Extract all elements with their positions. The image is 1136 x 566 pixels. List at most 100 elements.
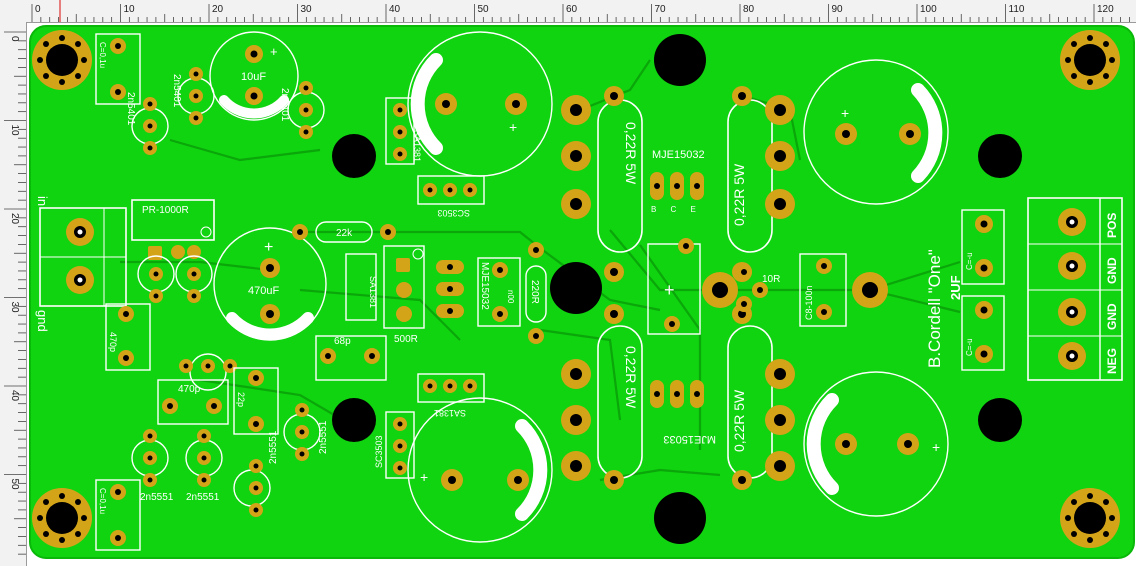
pcb-board[interactable]: + + + + 470uF <box>26 22 1136 566</box>
label-500r: 500R <box>394 334 418 345</box>
ruler-x-label: 100 <box>920 4 937 15</box>
ruler-x-label: 40 <box>389 4 401 15</box>
oval-pads-bias <box>436 260 464 318</box>
ruler-y-label: 20 <box>9 213 20 225</box>
ruler-x-label: 80 <box>743 4 755 15</box>
ruler-x-label: 20 <box>212 4 224 15</box>
label-2n5401: 2n5401 <box>171 74 182 108</box>
label-gnd-input: gnd <box>35 310 50 332</box>
transistor-sa1381-top: SA1381 <box>385 97 422 165</box>
label-neg: NEG <box>1105 348 1119 374</box>
ruler-y-label: 10 <box>9 125 20 137</box>
capacitor-10uf: 10uF + <box>209 31 299 121</box>
output-transistor-pads <box>561 86 888 490</box>
label-2n5401: 2n5401 <box>125 92 136 126</box>
label-sa1381: SA1381 <box>434 408 466 418</box>
label-22k: 22k <box>336 228 353 239</box>
label-2n5551: 2n5551 <box>140 492 174 503</box>
trimmer-500r: 500R <box>383 245 425 345</box>
ruler-x-label: 120 <box>1097 4 1114 15</box>
label-2uf: 2UF <box>948 275 963 300</box>
resistor-10r: 10R <box>736 264 780 312</box>
ruler-x-label: 70 <box>655 4 667 15</box>
label-470uf: 470uF <box>248 285 279 297</box>
output-terminal-block: POS GND GND NEG <box>1027 197 1123 381</box>
capacitor-right-bottom: C=-u <box>961 295 1005 371</box>
transistor-mje15032-top: MJE15032 B C E <box>650 149 705 214</box>
capacitor-470p-vertical: 470p <box>105 303 151 371</box>
resistor-220r: 220R <box>525 242 547 344</box>
polarity-plus: + <box>664 280 675 300</box>
label-mje15032: MJE15032 <box>479 262 490 310</box>
polarity-plus: + <box>841 105 849 121</box>
polarity-plus: + <box>420 469 428 485</box>
heatsink-holes <box>332 34 1022 544</box>
mounting-hole-bottom-left <box>32 488 92 548</box>
ruler-x-label: 110 <box>1009 4 1025 15</box>
mounting-hole-top-left <box>32 30 92 90</box>
mounting-hole-bottom-right <box>1060 488 1120 548</box>
capacitor-470uf: 470uF + <box>213 227 327 341</box>
label-cap: C=-u <box>965 252 974 270</box>
capacitor-c8-100n: C8-100n <box>799 253 847 327</box>
ruler-x-label: 60 <box>566 4 578 15</box>
label-pr-1000r: PR-1000R <box>142 205 189 216</box>
polarity-plus: + <box>264 239 273 256</box>
label-68p: 68p <box>334 336 351 347</box>
label-mje15032: MJE15032 <box>652 149 705 161</box>
polarity-plus: + <box>270 44 278 59</box>
capacitor-c-bottom-center: + <box>407 397 553 543</box>
label-gnd: GND <box>1105 257 1119 284</box>
label-mje15033: MJE15033 <box>663 433 716 445</box>
resistor-22k: 22k <box>292 221 396 243</box>
label-022r-5w: 0,22R 5W <box>731 163 747 226</box>
label-470p: 470p <box>178 384 201 395</box>
label-022r-5w: 0,22R 5W <box>731 389 747 452</box>
label-022r-5w: 0,22R 5W <box>623 122 639 185</box>
capacitor-right-top: C=-u <box>961 209 1005 285</box>
label-10uf: 10uF <box>241 71 266 83</box>
input-terminal-block: in gnd <box>35 196 127 332</box>
polarity-plus: + <box>932 439 940 455</box>
label-in: in <box>35 196 50 206</box>
label-022r-5w: 0,22R 5W <box>623 346 639 409</box>
capacitor-c-bottom-right: + <box>803 371 949 517</box>
ruler-y-label: 30 <box>9 302 20 314</box>
ruler-x-label: 50 <box>478 4 490 15</box>
label-sc3503: SC3503 <box>437 208 470 218</box>
ruler-x-label: 0 <box>35 4 41 15</box>
capacitor-0u1-bottom-left: C=0,1u <box>95 479 141 551</box>
ruler-x-label: 30 <box>301 4 313 15</box>
capacitor-22p: 22p <box>233 367 279 435</box>
transistor-sc3503-bottom: SC3503 <box>374 411 415 479</box>
label-c-0u1: C=0,1u <box>98 488 107 514</box>
transistor-mje15032-left: MJE15032 n00 <box>477 257 521 327</box>
label-designer: B.Cordell "One" <box>925 249 944 368</box>
transistor-mje15033-bottom: MJE15033 <box>650 380 716 445</box>
ruler-y-label: 50 <box>9 479 20 491</box>
label-220r: 220R <box>529 280 540 304</box>
label-22p: 22p <box>236 392 246 407</box>
label-cap: C=-u <box>965 338 974 356</box>
label-c8-100n: C8-100n <box>804 285 814 320</box>
ruler-y-label: 0 <box>9 36 20 42</box>
label-gnd: GND <box>1105 303 1119 330</box>
label-bce: B C E <box>651 205 702 214</box>
ruler-x-label: 10 <box>124 4 136 15</box>
transistor-sa1381-middle: SA1381 <box>345 253 378 321</box>
label-sa1381: SA1381 <box>368 276 378 308</box>
label-2n5551: 2n5551 <box>268 430 279 464</box>
transistor-sc3503-top: SC3503 <box>417 175 485 218</box>
capacitor-470p-horizontal: 470p <box>157 379 229 425</box>
label-c-0u1: C=0,1u <box>98 42 107 68</box>
transistor-sa1381-bottom: SA1381 <box>417 373 485 418</box>
label-sa1381: SA1381 <box>412 130 422 162</box>
label-100n: n00 <box>506 290 515 304</box>
label-sc3503: SC3503 <box>374 435 384 468</box>
label-2n5401: 2n5401 <box>279 88 290 122</box>
